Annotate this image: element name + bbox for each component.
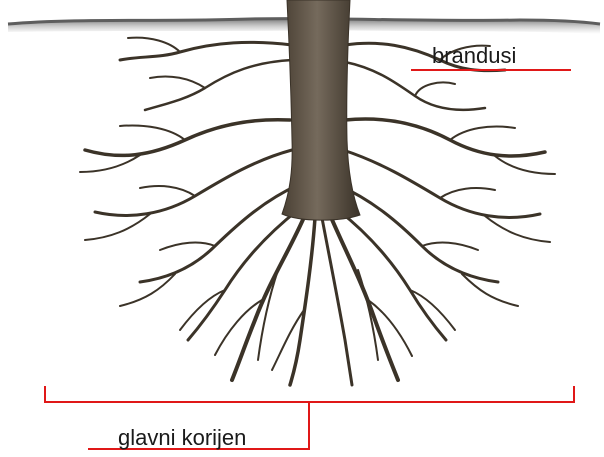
lateral-roots-label: brandusi — [432, 45, 516, 67]
main-root-label: glavni korijen — [118, 427, 246, 449]
trunk — [282, 0, 360, 220]
